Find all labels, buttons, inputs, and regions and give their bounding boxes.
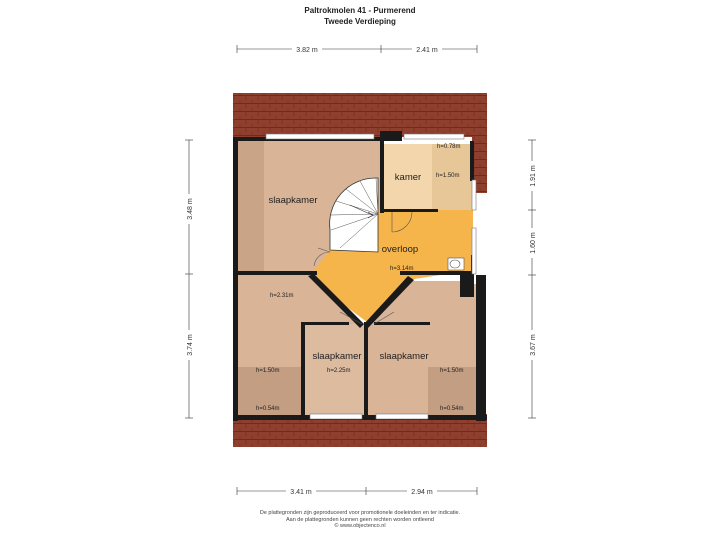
height-kamer-150: h=1.50m <box>436 173 460 179</box>
room-label-slaapkamer-mid: slaapkamer <box>312 351 361 362</box>
dim-bottom-right: 2.94 m <box>411 489 433 496</box>
height-overloop-314: h=3.14m <box>390 266 414 272</box>
slaapkamer-right-low-zone <box>428 367 480 418</box>
footer-line-2: Aan de plattegronden kunnen geen rechten… <box>285 516 434 523</box>
height-mid-225: h=2.25m <box>327 368 351 374</box>
room-label-overloop: overloop <box>382 244 418 255</box>
dim-right-middle: 1.60 m <box>530 232 537 254</box>
height-right-054: h=0.54m <box>440 406 464 412</box>
room-label-slaapkamer-top: slaapkamer <box>268 195 317 206</box>
windows <box>265 133 477 420</box>
roof-right <box>472 93 487 193</box>
staircase <box>329 177 379 253</box>
dim-left-bottom: 3.74 m <box>187 334 194 356</box>
dim-left-top: 3.48 m <box>187 198 194 220</box>
height-231: h=2.31m <box>270 293 294 299</box>
dim-top-right: 2.41 m <box>416 47 438 54</box>
dim-right-top: 1.91 m <box>530 165 537 187</box>
height-left-054: h=0.54m <box>256 406 280 412</box>
room-label-slaapkamer-right: slaapkamer <box>379 351 428 362</box>
footer-line-3: © www.objectenco.nl <box>334 523 386 529</box>
height-kamer-078: h=0.78m <box>437 144 461 150</box>
doors <box>313 211 413 325</box>
dim-top-left: 3.82 m <box>296 47 318 54</box>
slaapkamer-left-low-zone <box>237 367 305 418</box>
toilet-icon <box>447 257 465 271</box>
overloop-floor <box>308 210 473 322</box>
slaapkamer-mid-floor <box>305 324 365 418</box>
height-right-150: h=1.50m <box>440 368 464 374</box>
plan-subtitle: Tweede Verdieping <box>324 17 396 26</box>
slaapkamer-top-low-zone <box>237 140 264 272</box>
room-label-kamer: kamer <box>395 172 421 183</box>
plan-title: Paltrokmolen 41 - Purmerend <box>304 6 416 15</box>
roof-top <box>233 93 487 137</box>
height-left-150: h=1.50m <box>256 368 280 374</box>
footer-disclaimer: De plattegronden zijn geproduceerd voor … <box>0 510 720 530</box>
dim-right-bottom: 3.67 m <box>530 334 537 356</box>
kamer-low-zone <box>432 144 473 210</box>
footer-line-1: De plattegronden zijn geproduceerd voor … <box>259 510 461 516</box>
dim-bottom-left: 3.41 m <box>290 489 312 496</box>
